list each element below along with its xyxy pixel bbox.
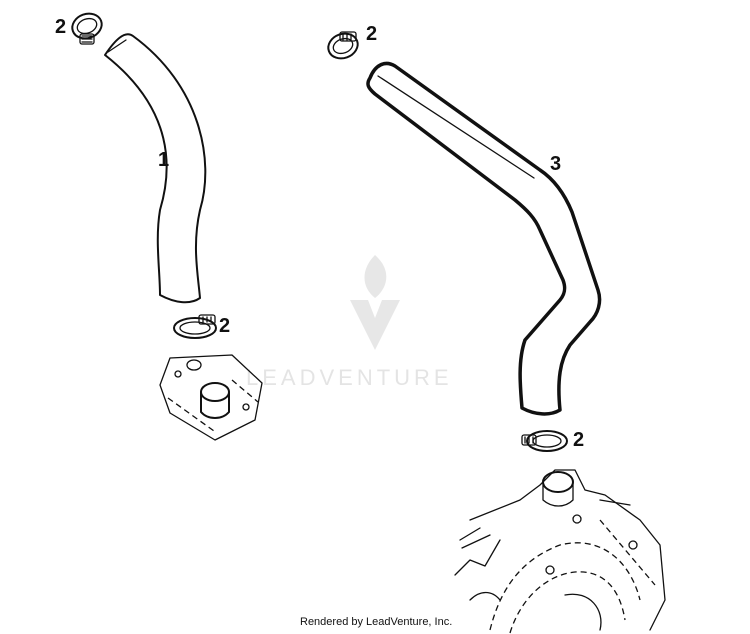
engine-block <box>454 469 666 634</box>
callout-clamp-bottom-right: 2 <box>573 429 584 451</box>
watermark-flame-icon <box>350 255 400 350</box>
hose-clamp-2 <box>327 31 359 60</box>
hose-part-1 <box>104 33 207 304</box>
callout-clamp-top-right: 2 <box>366 23 377 45</box>
leadventure-watermark: LEADVENTURE <box>246 255 453 390</box>
callout-hose-1: 1 <box>158 149 169 171</box>
callout-clamp-top-left: 2 <box>55 16 66 38</box>
hose-part-3 <box>366 61 602 416</box>
thermostat-housing <box>159 354 263 441</box>
callout-hose-3: 3 <box>550 153 561 175</box>
hose-clamp-1 <box>71 12 103 45</box>
watermark-text: LEADVENTURE <box>246 365 453 390</box>
callout-clamp-mid-left: 2 <box>219 315 230 337</box>
credit-text: Rendered by LeadVenture, Inc. <box>300 616 452 628</box>
hose-clamp-3 <box>173 314 217 339</box>
hose-clamp-4 <box>521 430 568 452</box>
